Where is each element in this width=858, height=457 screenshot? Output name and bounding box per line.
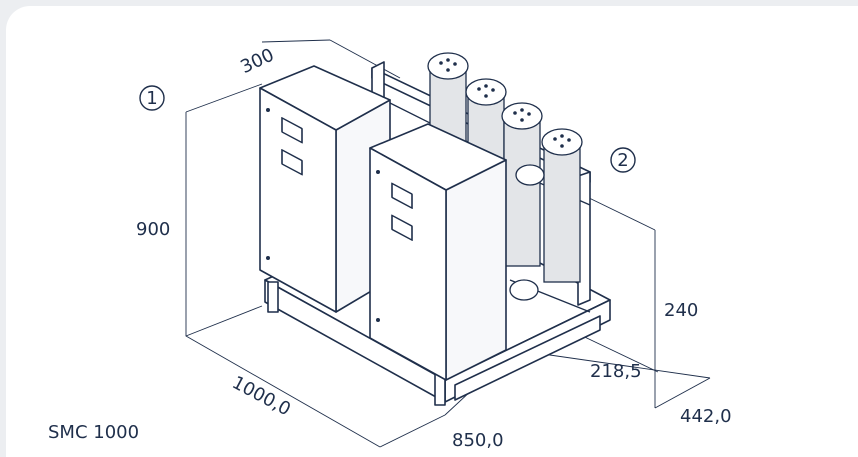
dim-right-depth: 218,5 [590,361,642,382]
dimension-lines [185,39,711,448]
dim-right-total: 442,0 [680,406,732,427]
vessel-4 [541,128,583,283]
callout-2: 2 [610,147,636,173]
dim-right-height: 240 [664,300,698,321]
callout-1: 1 [139,85,165,111]
pipe-ring-upper [515,164,545,186]
dim-width: 850,0 [452,430,504,451]
callout-1-number: 1 [146,88,157,109]
model-label: SMC 1000 [48,422,139,443]
dim-height: 900 [136,219,170,240]
pipe-ring-lower [509,279,539,301]
callout-2-number: 2 [617,150,628,171]
vessel-3 [501,102,543,267]
cabinet-right [369,123,507,381]
dim-top-depth: 300 [237,44,277,78]
